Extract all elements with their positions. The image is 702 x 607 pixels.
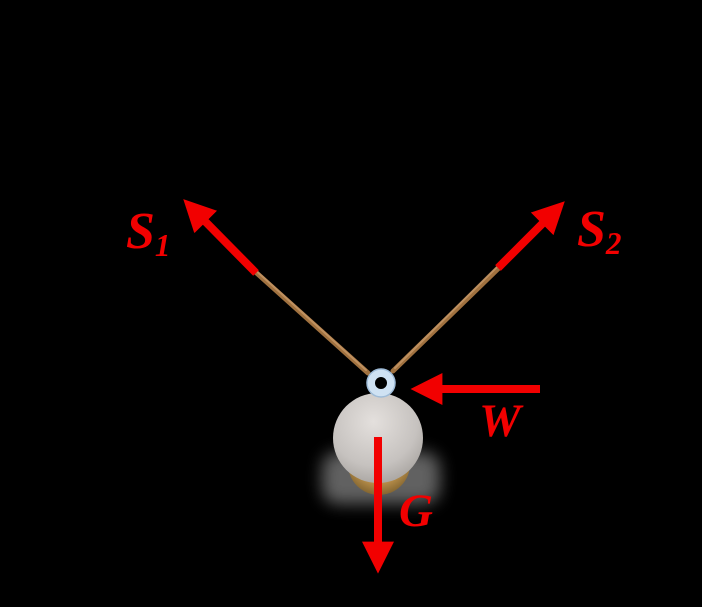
rope-left-highlight	[252, 267, 367, 371]
label-s2-main: S	[577, 201, 606, 258]
force-arrow-s1	[183, 199, 259, 276]
label-w: W	[479, 398, 521, 445]
hook-ring-hole	[375, 377, 387, 389]
label-g-main: G	[399, 485, 433, 537]
label-s1-sub: 1	[154, 227, 171, 263]
label-s1-main: S	[126, 203, 155, 260]
rope-right-highlight	[394, 262, 502, 369]
label-g: G	[399, 488, 433, 535]
label-s1: S1	[126, 203, 171, 261]
force-arrow-s2	[495, 201, 565, 271]
label-w-main: W	[479, 395, 521, 447]
label-s2-sub: 2	[605, 225, 622, 261]
label-s2: S2	[577, 201, 622, 259]
